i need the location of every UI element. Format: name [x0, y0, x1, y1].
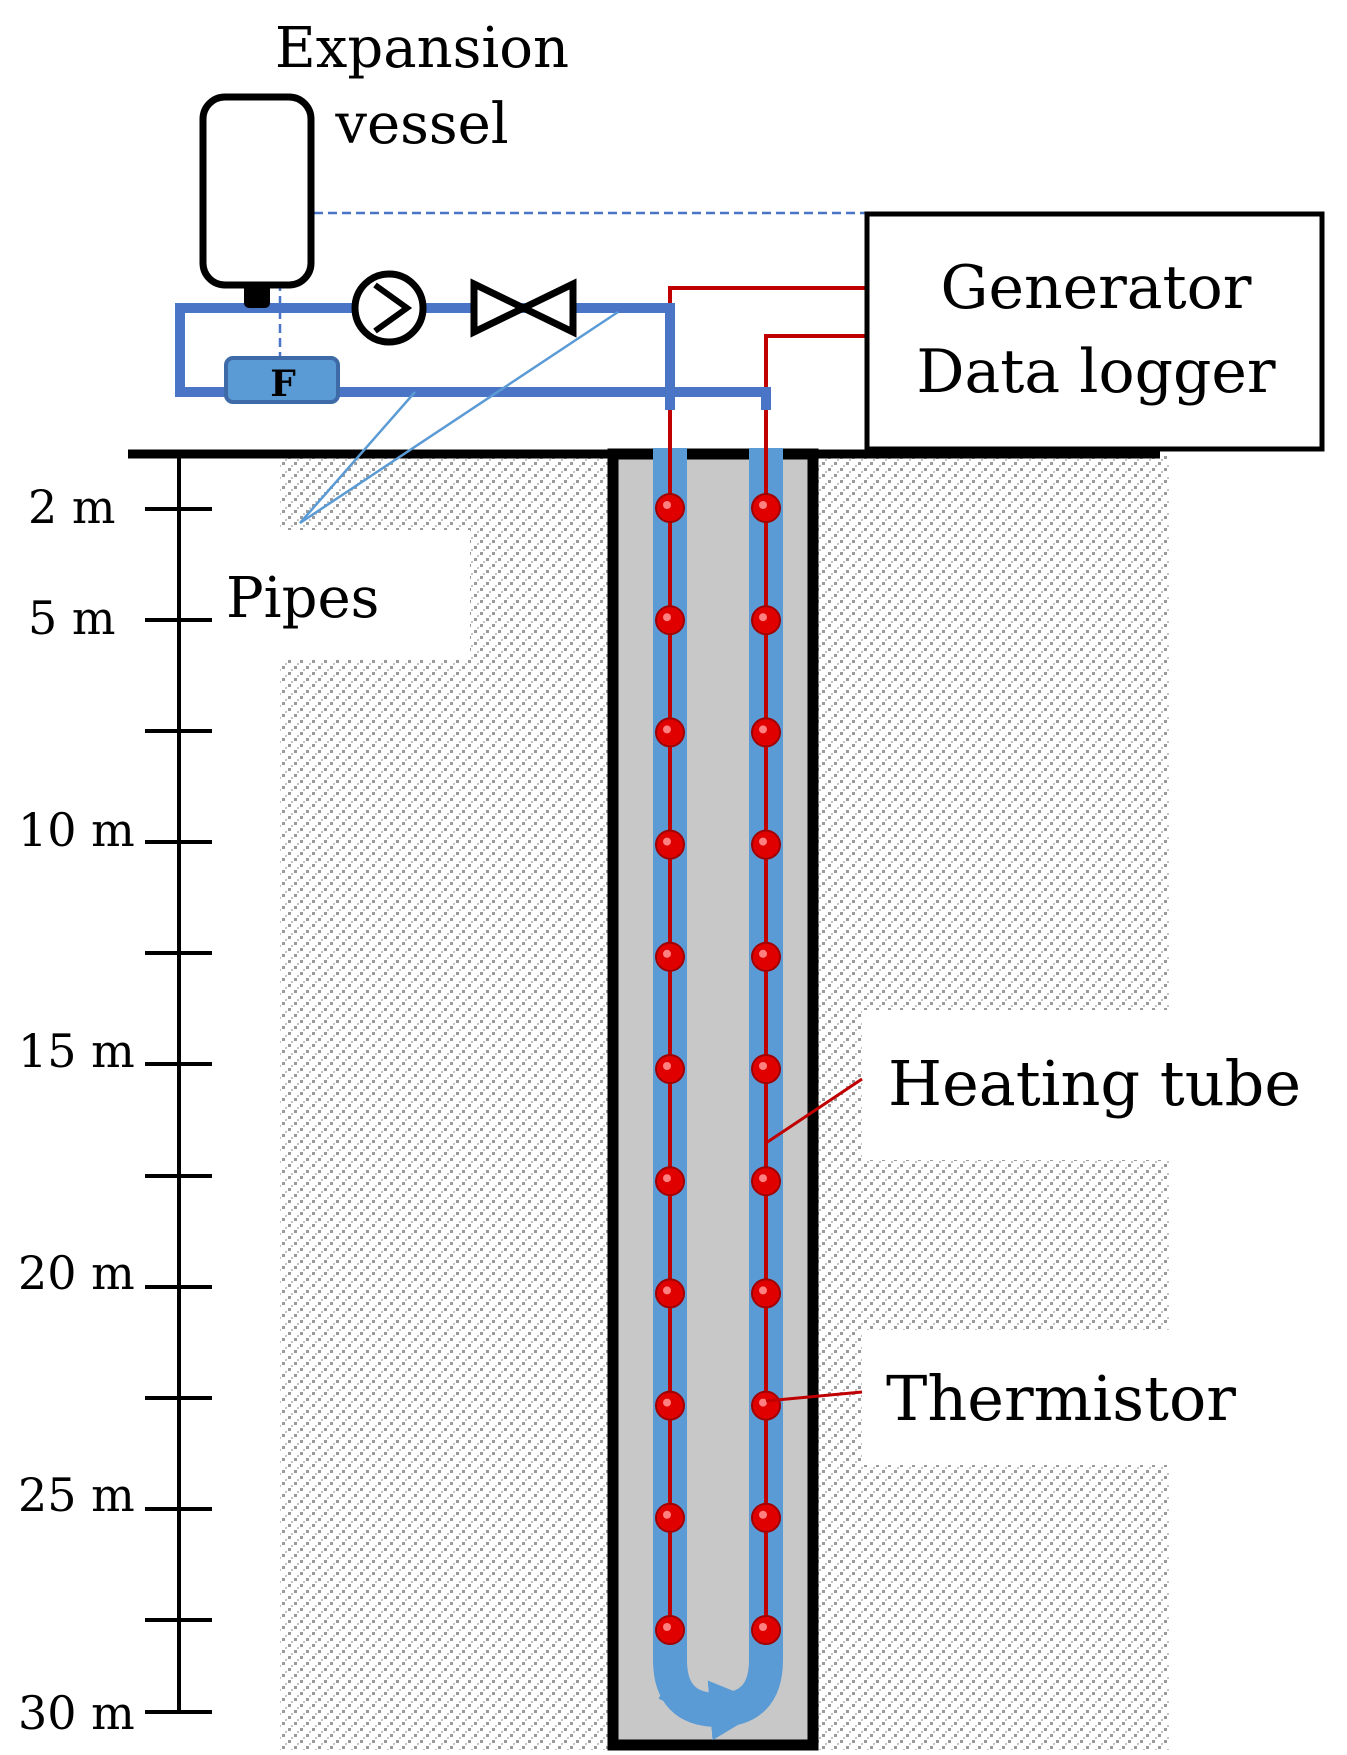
- thermistor-bead: [751, 1502, 781, 1533]
- pipes-label-bg: [200, 530, 470, 660]
- depth-scale: 2 m 5 m 10 m 15 m 20 m 25 m 30 m: [18, 454, 212, 1740]
- thermistor-bead: [655, 1615, 685, 1645]
- thermistor-bead: [655, 1502, 685, 1533]
- thermistor-bead: [655, 605, 685, 636]
- data-logger-label: Data logger: [916, 337, 1275, 407]
- thermistor-highlight: [759, 501, 767, 509]
- thermistor-label-bg: [862, 1330, 1282, 1465]
- thermistor-highlight: [663, 1062, 671, 1070]
- thermistor-bead: [655, 493, 685, 523]
- heating-tube-label-bg: [862, 1010, 1322, 1160]
- thermistor-highlight: [663, 1398, 671, 1407]
- pipes-pointer-lines: [299, 310, 619, 525]
- thermistor-highlight: [759, 725, 767, 734]
- expansion-vessel: [199, 93, 315, 308]
- thermistor-bead: [751, 1166, 781, 1197]
- thermistor-highlight: [759, 837, 767, 846]
- thermistor-highlight: [663, 837, 671, 846]
- thermistor-highlight: [663, 1510, 671, 1519]
- expansion-vessel-label-line1: Expansion: [275, 16, 569, 81]
- flowmeter-label: F: [270, 363, 296, 405]
- expansion-vessel-label-line2: vessel: [334, 92, 508, 157]
- heating-tube-pointer: [765, 1077, 863, 1145]
- generator-label: Generator: [941, 253, 1252, 323]
- thermistor-highlight: [663, 949, 671, 958]
- thermistor-bead: [751, 1054, 781, 1084]
- thermistor-bead: [751, 941, 781, 972]
- depth-labels: 2 m 5 m 10 m 15 m 20 m 25 m 30 m: [18, 480, 135, 1740]
- thermistor-bead: [655, 717, 685, 748]
- thermistor-highlight: [759, 949, 767, 958]
- thermistor-bead: [751, 1615, 781, 1645]
- thermistor-bead: [655, 1166, 685, 1197]
- depth-label: 30 m: [18, 1686, 135, 1740]
- surface-piping: [175, 303, 771, 410]
- pipes-label: Pipes: [226, 566, 379, 631]
- thermistor-bead: [751, 605, 781, 636]
- thermistor-highlight: [663, 1286, 671, 1295]
- thermistor-bead: [751, 717, 781, 748]
- thermistor-highlight: [759, 1286, 767, 1295]
- pump-icon: [351, 270, 427, 346]
- thermistor-bead: [751, 493, 781, 523]
- thermistor-highlight: [663, 501, 671, 509]
- thermistor-bead: [655, 1390, 685, 1421]
- thermistor-bead: [751, 1278, 781, 1309]
- thermistor-bead: [751, 1390, 781, 1421]
- thermistor-label: Thermistor: [886, 1362, 1236, 1435]
- thermistor-highlight: [759, 1062, 767, 1070]
- thermistor-bead: [751, 829, 781, 860]
- generator-data-logger-box: Generator Data logger: [864, 211, 1325, 452]
- thermistor-highlight: [663, 1174, 671, 1183]
- flowmeter: F: [224, 356, 340, 405]
- thermistor-pointer: [765, 1390, 863, 1403]
- depth-label: 10 m: [18, 803, 135, 857]
- thermistor-bead: [655, 829, 685, 860]
- thermistor-highlight: [759, 1398, 767, 1407]
- thermistor-highlight: [663, 613, 671, 622]
- depth-label: 25 m: [18, 1468, 135, 1522]
- thermistor-highlight: [663, 1623, 671, 1631]
- thermistor-bead: [655, 1278, 685, 1309]
- depth-label: 20 m: [18, 1246, 135, 1300]
- heating-tube-label: Heating tube: [888, 1047, 1301, 1120]
- thermistor-bead: [655, 941, 685, 972]
- thermistor-bead: [655, 1054, 685, 1084]
- thermistor-highlight: [759, 1174, 767, 1183]
- thermistor-highlight: [759, 613, 767, 622]
- depth-label: 15 m: [18, 1024, 135, 1078]
- thermistor-highlight: [759, 1510, 767, 1519]
- thermistor-array: [655, 493, 781, 1645]
- depth-label: 5 m: [28, 591, 116, 645]
- depth-label: 2 m: [28, 480, 116, 534]
- thermistor-highlight: [663, 725, 671, 734]
- valve-icon: [470, 278, 577, 338]
- thermistor-highlight: [759, 1623, 767, 1631]
- depth-ticks: [145, 507, 212, 1714]
